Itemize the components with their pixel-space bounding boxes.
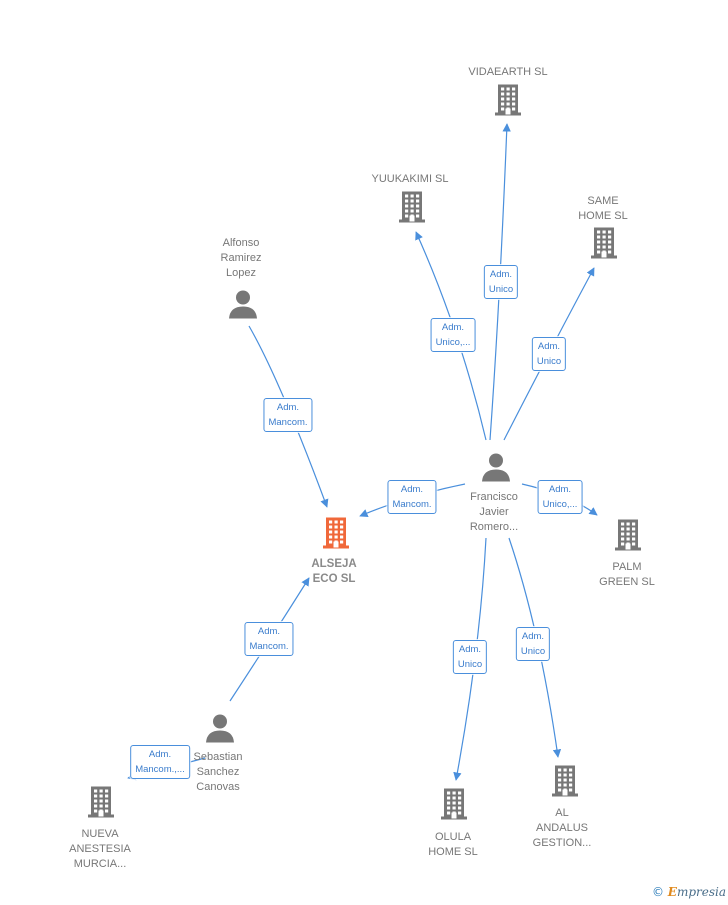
edge-label-line: Unico — [520, 646, 546, 657]
node-label-line: MURCIA... — [73, 858, 127, 870]
copyright-icon: © — [651, 885, 664, 899]
edge-label-alfonso-to-alseja[interactable]: Adm. Mancom. — [263, 398, 313, 432]
building-icon[interactable] — [87, 785, 115, 824]
edge-label-line: Adm. — [458, 644, 482, 655]
node-label-line: Javier — [479, 506, 509, 518]
edge-label-line: Adm. — [148, 749, 172, 760]
building-icon[interactable] — [614, 518, 642, 557]
node-label-line: OLULA — [434, 831, 472, 843]
brand-initial: E — [667, 885, 677, 899]
node-label-line: Alfonso — [222, 237, 260, 249]
node-label-line: ANESTESIA — [69, 843, 131, 855]
node-label-line: YUUKAKIMI SL — [371, 173, 449, 185]
node-label-yuukakimi[interactable]: YUUKAKIMI SL — [371, 172, 448, 187]
node-label-line: HOME SL — [428, 846, 478, 858]
edge-label-line: Adm. — [276, 402, 300, 413]
node-label-line: ANDALUS — [536, 822, 588, 834]
node-label-olula[interactable]: OLULA HOME SL — [428, 830, 478, 860]
edge-label-line: Unico — [457, 659, 483, 670]
edge-label-line: Unico — [488, 284, 514, 295]
node-label-line: PALM — [612, 561, 642, 573]
node-label-line: GESTION... — [532, 837, 592, 849]
edge-label-sebastian-to-alseja[interactable]: Adm. Mancom. — [244, 622, 294, 656]
node-label-line: Romero... — [469, 521, 519, 533]
edge-label-line: Mancom.,... — [135, 764, 185, 775]
empresia-logo[interactable]: © Empresia — [652, 885, 726, 899]
edge-label-francisco-to-vidaearth[interactable]: Adm. Unico — [483, 265, 519, 299]
edge-label-francisco-to-al_andalus[interactable]: Adm. Unico — [515, 627, 551, 661]
node-label-alseja[interactable]: ALSEJA ECO SL — [311, 557, 356, 587]
person-icon[interactable] — [481, 452, 511, 487]
edge-label-francisco-to-yuukakimi[interactable]: Adm. Unico,... — [430, 318, 476, 352]
node-label-line: HOME SL — [578, 210, 628, 222]
edge-label-line: Unico,... — [542, 499, 578, 510]
node-label-line: AL — [555, 807, 569, 819]
edge-label-francisco-to-alseja[interactable]: Adm. Mancom. — [387, 480, 437, 514]
person-icon[interactable] — [228, 289, 258, 324]
node-label-line: GREEN SL — [599, 576, 655, 588]
edge-label-line: Unico — [536, 356, 562, 367]
building-icon[interactable] — [590, 226, 618, 265]
node-label-line: Sanchez — [196, 766, 240, 778]
node-label-line: ALSEJA — [311, 558, 357, 570]
node-label-nueva[interactable]: NUEVA ANESTESIA MURCIA... — [69, 827, 131, 872]
edge-label-line: Adm. — [489, 269, 513, 280]
node-label-line: VIDAEARTH SL — [468, 66, 548, 78]
node-label-same_home[interactable]: SAME HOME SL — [578, 194, 628, 224]
edge-label-line: Mancom. — [249, 641, 289, 652]
node-label-line: Francisco — [470, 491, 518, 503]
building-icon[interactable] — [440, 787, 468, 826]
edge-label-francisco-to-palm_green[interactable]: Adm. Unico,... — [537, 480, 583, 514]
node-label-line: ECO SL — [312, 573, 356, 585]
node-label-palm_green[interactable]: PALM GREEN SL — [599, 560, 655, 590]
person-icon[interactable] — [205, 713, 235, 748]
edge-label-line: Adm. — [521, 631, 545, 642]
brand-name: mpresia — [676, 885, 726, 899]
edge-label-line: Adm. — [257, 626, 281, 637]
node-label-line: Lopez — [226, 267, 256, 279]
edge-label-line: Mancom. — [268, 417, 308, 428]
node-label-al_andalus[interactable]: AL ANDALUS GESTION... — [533, 806, 592, 851]
edge-label-line: Adm. — [548, 484, 572, 495]
edge-label-francisco-to-olula[interactable]: Adm. Unico — [452, 640, 488, 674]
node-label-line: Sebastian — [193, 751, 243, 763]
node-label-line: Ramirez — [220, 252, 262, 264]
node-label-line: NUEVA — [81, 828, 119, 840]
node-label-line: SAME — [587, 195, 619, 207]
edge-label-sebastian-to-nueva[interactable]: Adm. Mancom.,... — [130, 745, 190, 779]
building-icon[interactable] — [322, 516, 350, 555]
edge-label-francisco-to-same_home[interactable]: Adm. Unico — [531, 337, 567, 371]
node-label-vidaearth[interactable]: VIDAEARTH SL — [468, 65, 547, 80]
building-icon[interactable] — [551, 764, 579, 803]
building-icon[interactable] — [398, 190, 426, 229]
edge-label-line: Unico,... — [435, 337, 471, 348]
edge-label-line: Adm. — [400, 484, 424, 495]
edge-label-line: Mancom. — [392, 499, 432, 510]
node-label-line: Canovas — [196, 781, 240, 793]
edge-label-line: Adm. — [441, 322, 465, 333]
edge-label-line: Adm. — [537, 341, 561, 352]
building-icon[interactable] — [494, 83, 522, 122]
